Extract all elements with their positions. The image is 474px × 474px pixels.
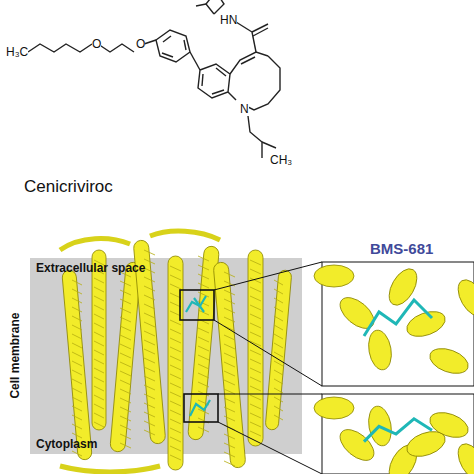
region-label: Cell membrane bbox=[9, 313, 22, 399]
site-box bbox=[180, 290, 214, 320]
region-label: Extracellular space bbox=[36, 262, 145, 275]
atom-label: CH₃ bbox=[270, 154, 292, 167]
atom-label: O bbox=[136, 38, 145, 51]
inset-heading: BMS-681 bbox=[370, 240, 433, 257]
region-label: Cytoplasm bbox=[36, 438, 97, 451]
atom-label: N bbox=[240, 103, 249, 116]
inset-view: BMS-681 bbox=[322, 262, 474, 386]
atom-label: O bbox=[92, 38, 101, 51]
atom-label: H₃C bbox=[6, 46, 28, 59]
compound-name: Cenicriviroc bbox=[24, 178, 113, 197]
site-box bbox=[184, 394, 218, 422]
atom-label: HN bbox=[220, 14, 237, 27]
leader-lines bbox=[214, 262, 322, 474]
inset-panel bbox=[314, 262, 474, 474]
structure-formula bbox=[28, 0, 280, 158]
ligand bbox=[186, 296, 210, 416]
